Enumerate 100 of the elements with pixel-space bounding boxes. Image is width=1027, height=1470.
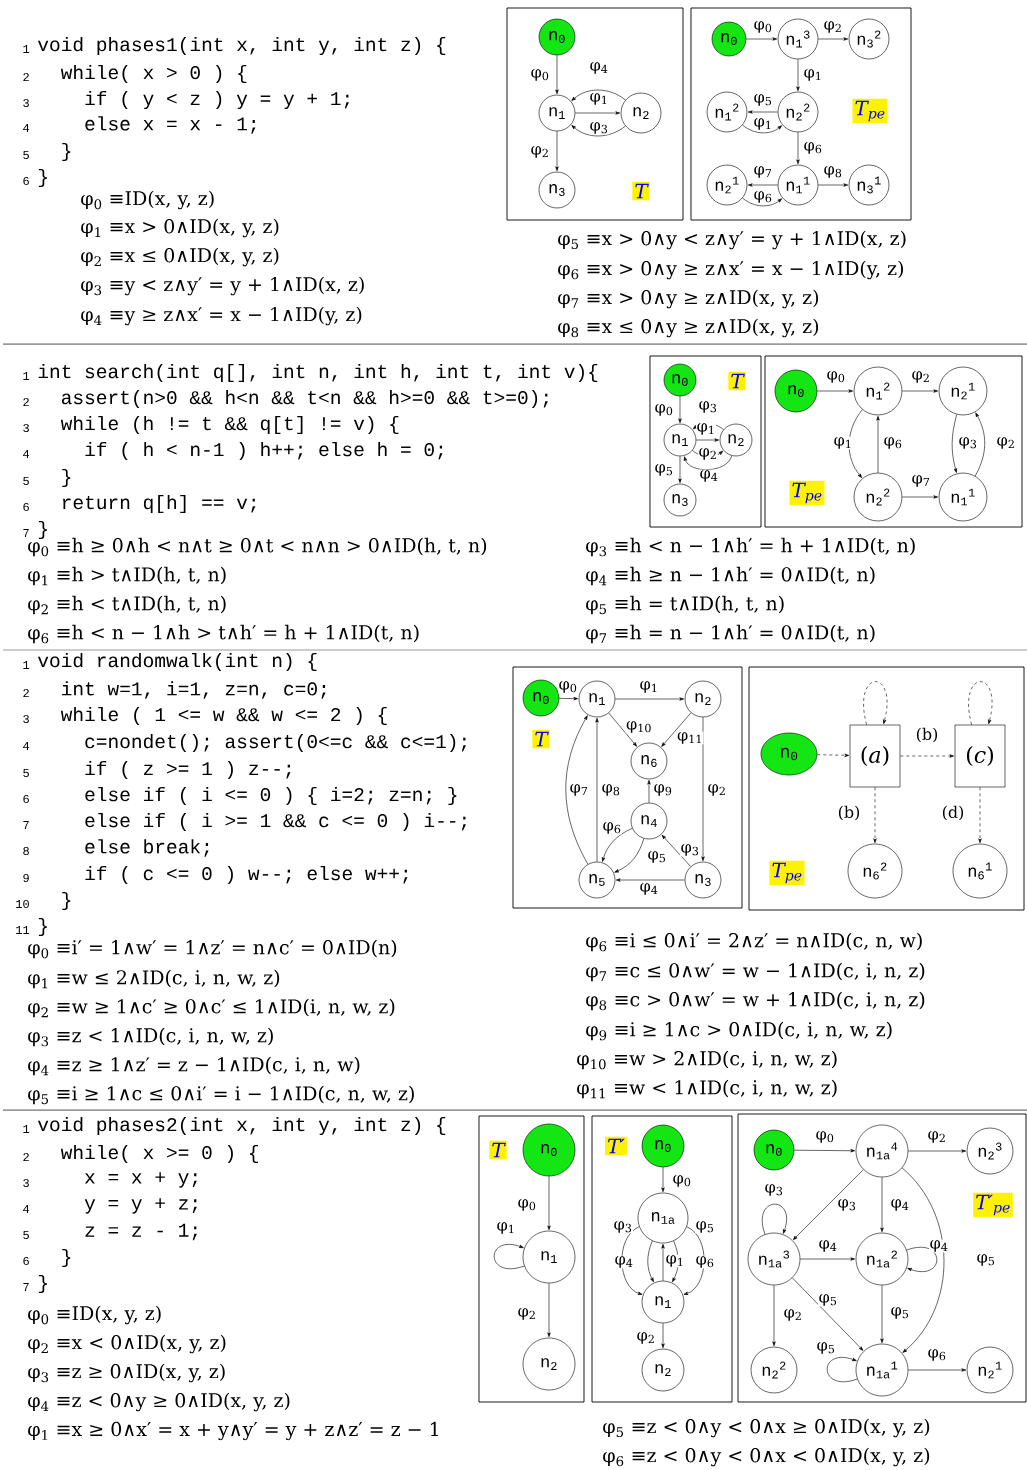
arrow [647, 1240, 654, 1283]
code-line: z = z - 1; [85, 1223, 197, 1241]
line-number: 2 [23, 1153, 29, 1161]
graph-panel [748, 666, 1025, 911]
edge-label: φ$_{7}$ [569, 783, 589, 797]
code-line: else x = x - 1; [85, 116, 256, 134]
arrow [848, 409, 863, 478]
arrow [974, 412, 986, 477]
edge-label: φ$_{1}$ [589, 92, 609, 106]
edge-label: φ$_{9}$ [653, 783, 673, 797]
line-number: 4 [23, 124, 30, 132]
arrow [661, 1167, 665, 1193]
edge-label: φ$_{8}$ [601, 783, 621, 797]
edge-label: φ$_{4}$ [890, 1198, 910, 1212]
edge-label: φ$_{11}$ [676, 731, 704, 745]
condition-formula: φ$_{2}$ ≡x ≤ 0∧ID(x, y, z) [81, 247, 279, 267]
arrow [571, 125, 626, 137]
condition-formula: φ$_{1}$ ≡w ≤ 2∧ID(c, i, n, w, z) [28, 969, 280, 989]
line-number: 8 [23, 846, 29, 856]
edge-label: φ$_{1}$ [833, 436, 853, 450]
condition-formula: φ$_{0}$ ≡ID(x, y, z) [28, 1305, 161, 1325]
condition-formula: φ$_{5}$ ≡x > 0∧y < z∧y′ = y + 1∧ID(x, z) [558, 230, 906, 250]
line-number: 6 [23, 794, 29, 804]
edge-label: φ$_{3}$ [764, 1183, 784, 1197]
line-number: 4 [23, 1205, 30, 1213]
tree-tag: T [532, 729, 550, 749]
arrow [906, 1247, 938, 1272]
arrow [876, 415, 880, 473]
tree-tag: T$_{pe}$ [789, 480, 825, 506]
condition-formula: φ$_{11}$ ≡w < 1∧ID(c, i, n, w, z) [577, 1079, 837, 1099]
condition-formula: φ$_{10}$ ≡w > 2∧ID(c, i, n, w, z) [577, 1050, 837, 1070]
code-line: assert(n>0 && h<n && t<n && h>=0 && t>=0); [61, 389, 548, 409]
edge-label: φ$_{1}$ [753, 117, 773, 131]
code-line: if ( y < z ) y = y + 1; [85, 90, 349, 110]
code-line: } [38, 168, 47, 188]
arrow [742, 124, 782, 134]
code-line: } [62, 468, 71, 488]
edge-label: φ$_{3}$ [613, 1220, 633, 1234]
line-number: 6 [23, 502, 29, 512]
line-number: 9 [23, 873, 29, 883]
arrow [692, 450, 724, 457]
edge-label: φ$_{1}$ [696, 422, 716, 436]
line-number: 5 [23, 769, 29, 777]
edge-label: φ$_{10}$ [625, 720, 653, 734]
arrow [908, 1368, 967, 1372]
code-line: } [38, 1274, 47, 1294]
arrow [826, 1357, 858, 1382]
edge-label: φ$_{1}$ [639, 680, 659, 694]
edge-label: φ$_{8}$ [823, 165, 843, 179]
graph-panel [649, 355, 762, 528]
tree-tag: T$_{pe}$ [852, 98, 888, 124]
condition-formula: φ$_{5}$ ≡i ≥ 1∧c ≤ 0∧i′ = i − 1∧ID(c, n, w, z) [28, 1085, 414, 1105]
tree-tag: T′$_{pe}$ [973, 1192, 1013, 1218]
arrow [746, 37, 778, 41]
state-box: (a) [849, 724, 901, 788]
line-number: 7 [23, 821, 29, 829]
arrow [661, 712, 692, 747]
code-line: return q[h] == v; [63, 494, 256, 514]
edge-label: φ$_{1}$ [665, 1254, 685, 1268]
edge-label: φ$_{3}$ [698, 400, 718, 414]
code-line: y = y + z; [84, 1198, 197, 1214]
code-line: x = x + y; [85, 1172, 197, 1188]
arrow [493, 1244, 525, 1269]
edge-label: φ$_{5}$ [647, 850, 667, 864]
condition-formula: φ$_{0}$ ≡i′ = 1∧w′ = 1∧z′ = n∧c′ = 0∧ID(n) [28, 939, 397, 959]
edge-label: φ$_{3}$ [680, 843, 700, 857]
edge-label: φ$_{6}$ [927, 1348, 947, 1362]
line-number: 1 [23, 45, 30, 53]
edge-label: φ$_{3}$ [589, 121, 609, 135]
arrow [818, 183, 849, 187]
arrow [608, 712, 637, 747]
edge-label: φ$_{0}$ [672, 1174, 692, 1188]
edge-label: φ$_{0}$ [530, 68, 550, 82]
edge-label: φ$_{5}$ [816, 1341, 836, 1355]
graph-panel [478, 1115, 585, 1403]
edge-label: φ$_{0}$ [654, 403, 674, 417]
edge-label: φ$_{0}$ [558, 680, 578, 694]
condition-formula: φ$_{4}$ ≡z ≥ 1∧z′ = z − 1∧ID(c, i, n, w) [28, 1056, 360, 1076]
edge-label: φ$_{5}$ [753, 93, 773, 107]
code-line: void phases2(int x, int y, int z) { [37, 1116, 446, 1136]
line-number: 7 [23, 529, 29, 537]
arrow [555, 131, 559, 172]
condition-formula: φ$_{6}$ ≡x > 0∧y ≥ z∧x′ = x − 1∧ID(y, z) [558, 260, 903, 280]
tree-tag: T′ [605, 1136, 627, 1156]
code-line: if ( h < n-1 ) h++; else h = 0; [85, 441, 443, 461]
code-line: else if ( i >= 1 && c <= 0 ) i--; [85, 812, 466, 832]
arrow [818, 37, 849, 41]
line-number: 5 [23, 477, 29, 485]
line-number: 10 [16, 899, 29, 909]
arrow [902, 389, 939, 393]
edge-label: φ$_{0}$ [517, 1198, 537, 1212]
arrow [559, 696, 579, 701]
code-line: if ( c <= 0 ) w--; else w++; [85, 865, 408, 885]
condition-formula: φ$_{3}$ ≡y < z∧y′ = y + 1∧ID(x, z) [81, 276, 364, 296]
condition-formula: φ$_{7}$ ≡h = n − 1∧h′ = 0∧ID(t, n) [586, 624, 875, 644]
condition-formula: φ$_{6}$ ≡i ≤ 0∧i′ = 2∧z′ = n∧ID(c, n, w) [586, 932, 922, 952]
condition-formula: φ$_{6}$ ≡z < 0∧y < 0∧x < 0∧ID(x, y, z) [603, 1447, 930, 1467]
graph-panel [591, 1115, 733, 1403]
arrow [900, 754, 955, 758]
edge-label: φ$_{6}$ [753, 190, 773, 204]
